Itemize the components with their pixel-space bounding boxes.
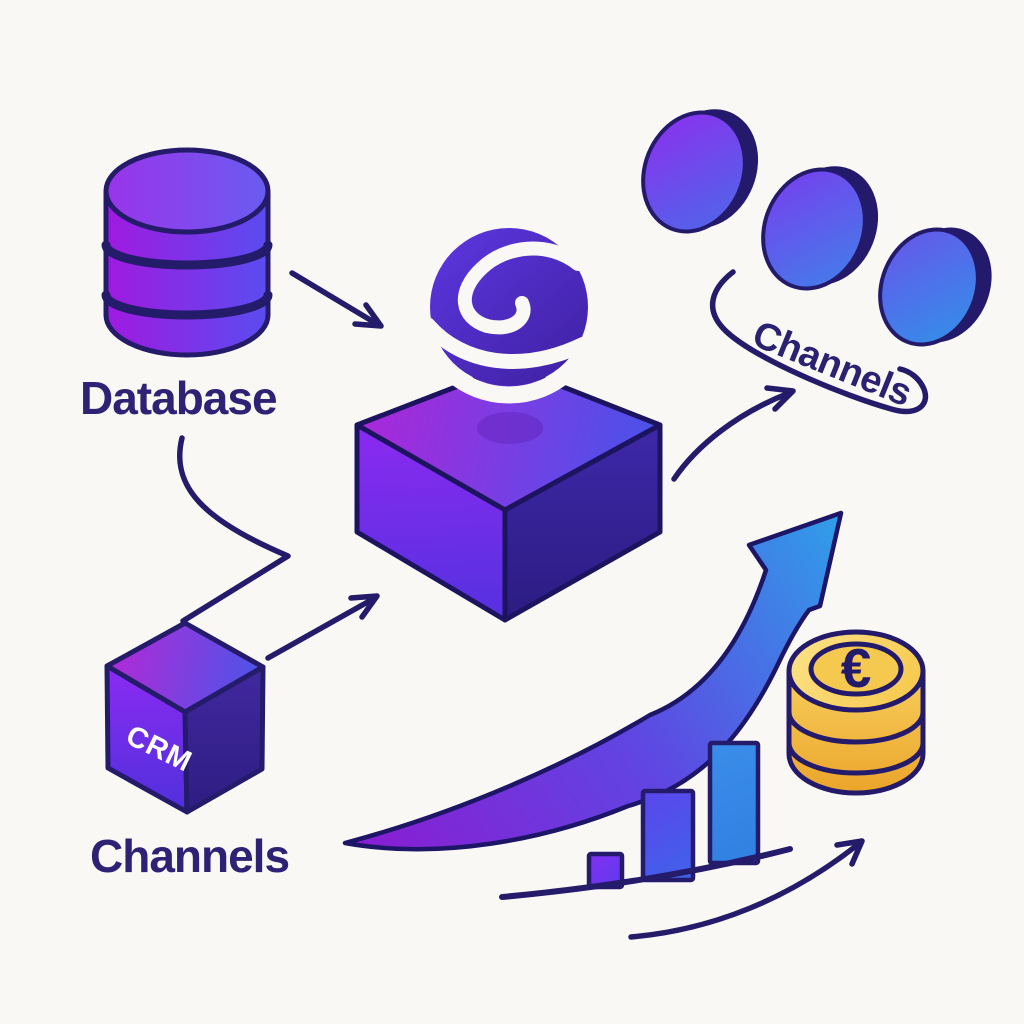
channel-disc-icon <box>878 227 992 347</box>
channels-swoosh-underline <box>710 269 929 415</box>
arrow-hub-to-channels <box>671 385 796 482</box>
swirl-s-logo-icon <box>412 210 606 404</box>
growth-swoosh-arrow-icon <box>342 510 844 852</box>
connector-database-to-crm <box>176 435 291 624</box>
arrow-database-to-hub <box>289 270 384 329</box>
channel-discs-icon <box>641 109 992 347</box>
hub-isometric-box-icon <box>354 363 663 623</box>
euro-coin-stack-icon: € <box>786 629 926 796</box>
channel-disc-icon <box>761 166 879 291</box>
bar-3 <box>707 740 761 866</box>
database-label: Database <box>80 372 277 424</box>
channel-disc-icon <box>641 109 759 234</box>
bar-chart-icon <box>499 740 793 900</box>
crm-channels-label: Channels <box>90 830 289 882</box>
logo-shadow-blob <box>477 412 543 444</box>
bar-chart-baseline <box>499 846 793 900</box>
euro-symbol: € <box>841 637 872 699</box>
trend-arrow-icon <box>628 838 865 940</box>
crm-cube-icon: CRM <box>104 620 266 815</box>
bar-2 <box>640 788 696 883</box>
database-cylinder-icon <box>101 147 273 358</box>
arrow-crm-to-hub <box>265 593 380 661</box>
